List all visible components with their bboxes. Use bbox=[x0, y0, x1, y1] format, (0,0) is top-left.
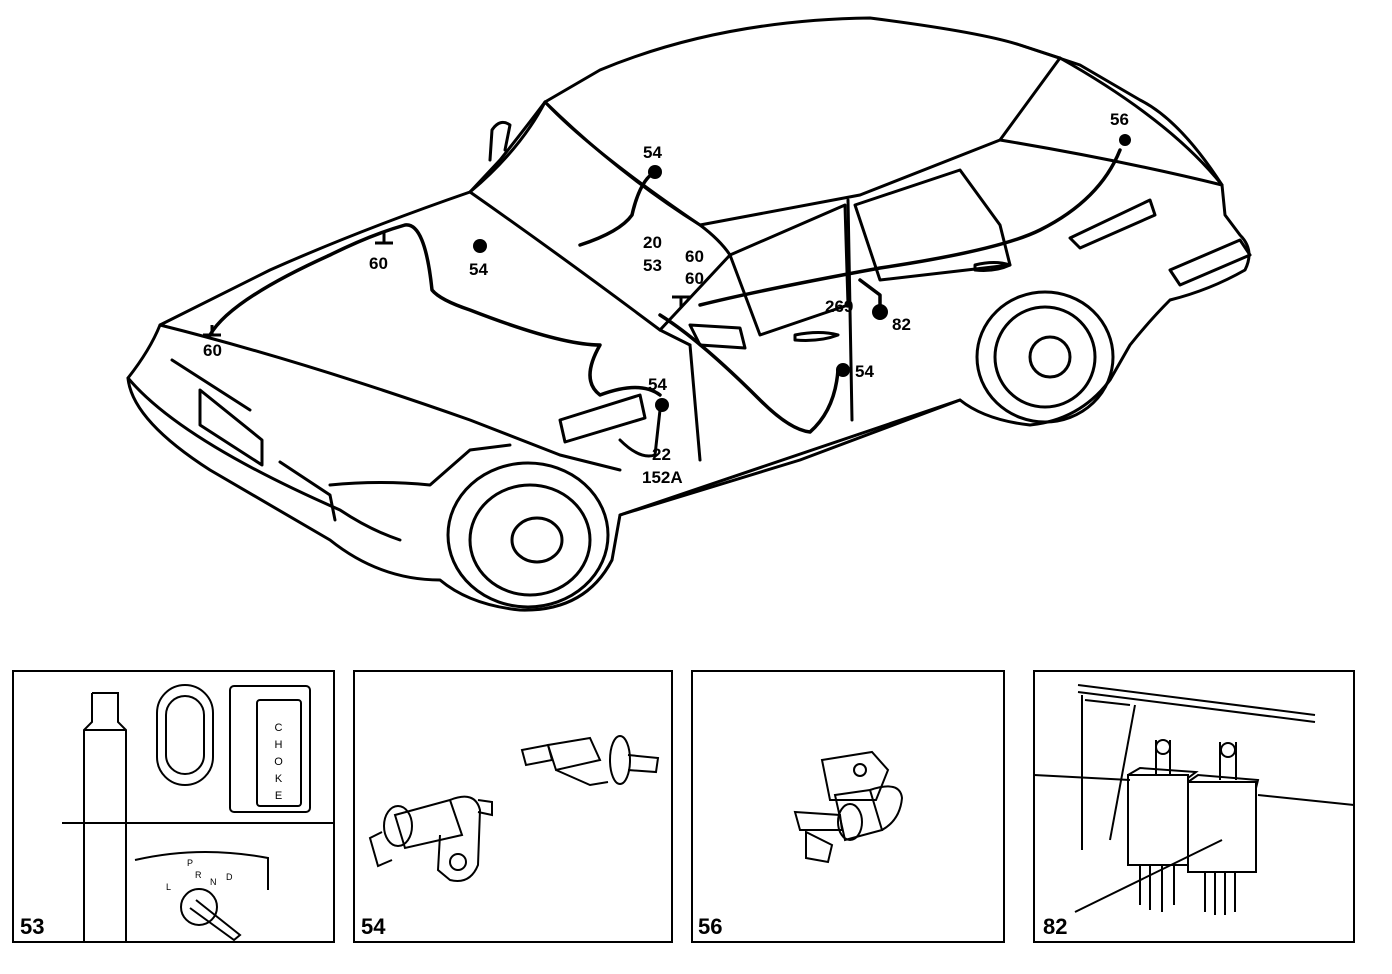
choke-letter: H bbox=[275, 739, 284, 751]
rear-wheel bbox=[975, 290, 1115, 424]
taillight bbox=[1068, 198, 1157, 250]
callout-label: 53 bbox=[643, 256, 662, 275]
hood-edge bbox=[468, 190, 692, 347]
callout-label: 20 bbox=[643, 233, 662, 252]
fender-line bbox=[328, 443, 512, 487]
callout-label: 82 bbox=[892, 315, 911, 334]
door-sill bbox=[618, 398, 962, 517]
ignition-key bbox=[189, 899, 242, 942]
callout-label: 152A bbox=[642, 468, 683, 487]
roof-line bbox=[543, 56, 1062, 227]
door-handle-rear bbox=[973, 261, 1012, 272]
connector-lead bbox=[618, 408, 662, 458]
wiring-harness bbox=[208, 223, 662, 397]
headlight-left bbox=[170, 358, 252, 412]
callout-label: 60 bbox=[685, 269, 704, 288]
door-line-front bbox=[688, 343, 702, 462]
gear-letters: P R N D L bbox=[166, 858, 233, 892]
knob-outer bbox=[156, 684, 214, 786]
callout-labels: 54 56 60 54 20 53 60 60 60 269 82 54 54 … bbox=[203, 110, 1129, 487]
wiring-harness-door bbox=[658, 313, 840, 434]
gear-letter: R bbox=[195, 870, 202, 880]
ground-symbol-3 bbox=[672, 295, 690, 308]
choke-letter: E bbox=[275, 790, 283, 802]
panel-number: 53 bbox=[20, 914, 44, 939]
ground-symbol-1 bbox=[375, 232, 393, 245]
gear-letter: D bbox=[226, 872, 233, 882]
hood-line bbox=[158, 323, 622, 472]
callout-label: 269 bbox=[825, 297, 853, 316]
marker-switch-roof bbox=[648, 165, 662, 179]
detail-panel-82: 82 bbox=[1033, 670, 1355, 943]
panel-number: 56 bbox=[698, 914, 722, 939]
front-wheel bbox=[446, 461, 610, 609]
choke-plate bbox=[256, 699, 302, 807]
panel-number: 82 bbox=[1043, 914, 1067, 939]
car-body-outline bbox=[126, 16, 1251, 612]
antenna bbox=[488, 120, 512, 162]
choke-text: C H O K E bbox=[274, 722, 284, 802]
marker-switch-dash bbox=[655, 398, 669, 412]
callout-label: 54 bbox=[648, 375, 667, 394]
callout-label: 60 bbox=[203, 341, 222, 360]
detail-panel-56: 56 bbox=[691, 670, 1005, 943]
marker-door-switch bbox=[836, 363, 850, 377]
marker-switch-front bbox=[473, 239, 487, 253]
panel-number: 54 bbox=[361, 914, 386, 939]
car-illustration bbox=[126, 16, 1252, 612]
wiring-harness-roof bbox=[578, 170, 657, 247]
choke-letter: K bbox=[275, 773, 283, 785]
door-handle-front bbox=[793, 331, 840, 342]
choke-letter: O bbox=[274, 756, 284, 768]
connector-block bbox=[558, 393, 647, 444]
relay-illustration bbox=[1033, 684, 1355, 915]
gear-letter: L bbox=[166, 882, 171, 892]
wiring-harness-rear bbox=[698, 148, 1122, 307]
rear-spoiler bbox=[1018, 43, 1224, 187]
component-markers bbox=[473, 134, 1131, 412]
gear-letter: P bbox=[187, 858, 193, 868]
marker-switch-rear bbox=[1119, 134, 1131, 146]
rear-bumper bbox=[1168, 238, 1252, 287]
detail-panel-53: C H O K E P R N D L 53 bbox=[12, 670, 335, 943]
trunk-switch-illustration bbox=[793, 750, 904, 864]
callout-label: 54 bbox=[855, 362, 874, 381]
detail-panel-54: 54 bbox=[353, 670, 673, 943]
choke-letter: C bbox=[275, 722, 284, 734]
callout-label: 22 bbox=[652, 445, 671, 464]
side-window-front bbox=[728, 203, 850, 337]
grille bbox=[198, 388, 264, 467]
bumper-front bbox=[126, 376, 402, 542]
selector-surround bbox=[134, 851, 269, 890]
choke-plate-outer bbox=[229, 685, 311, 813]
ground-symbol-2 bbox=[203, 325, 221, 337]
callout-label: 56 bbox=[1110, 110, 1129, 129]
ignition-lock bbox=[180, 888, 218, 926]
door-switch-illustration bbox=[368, 735, 660, 882]
knob-inner bbox=[165, 695, 205, 775]
window-lift-post bbox=[83, 692, 127, 942]
gear-letter: N bbox=[210, 877, 217, 887]
ground-markers bbox=[203, 232, 690, 337]
rear-window bbox=[998, 138, 1224, 187]
mirror bbox=[688, 323, 747, 350]
leader-line bbox=[1074, 839, 1223, 913]
callout-label: 54 bbox=[643, 143, 662, 162]
callout-label: 60 bbox=[369, 254, 388, 273]
headlight-right bbox=[278, 460, 337, 522]
callout-label: 54 bbox=[469, 260, 488, 279]
callout-label: 60 bbox=[685, 247, 704, 266]
door-line-b-pillar bbox=[846, 198, 854, 422]
marker-relay bbox=[872, 304, 888, 320]
